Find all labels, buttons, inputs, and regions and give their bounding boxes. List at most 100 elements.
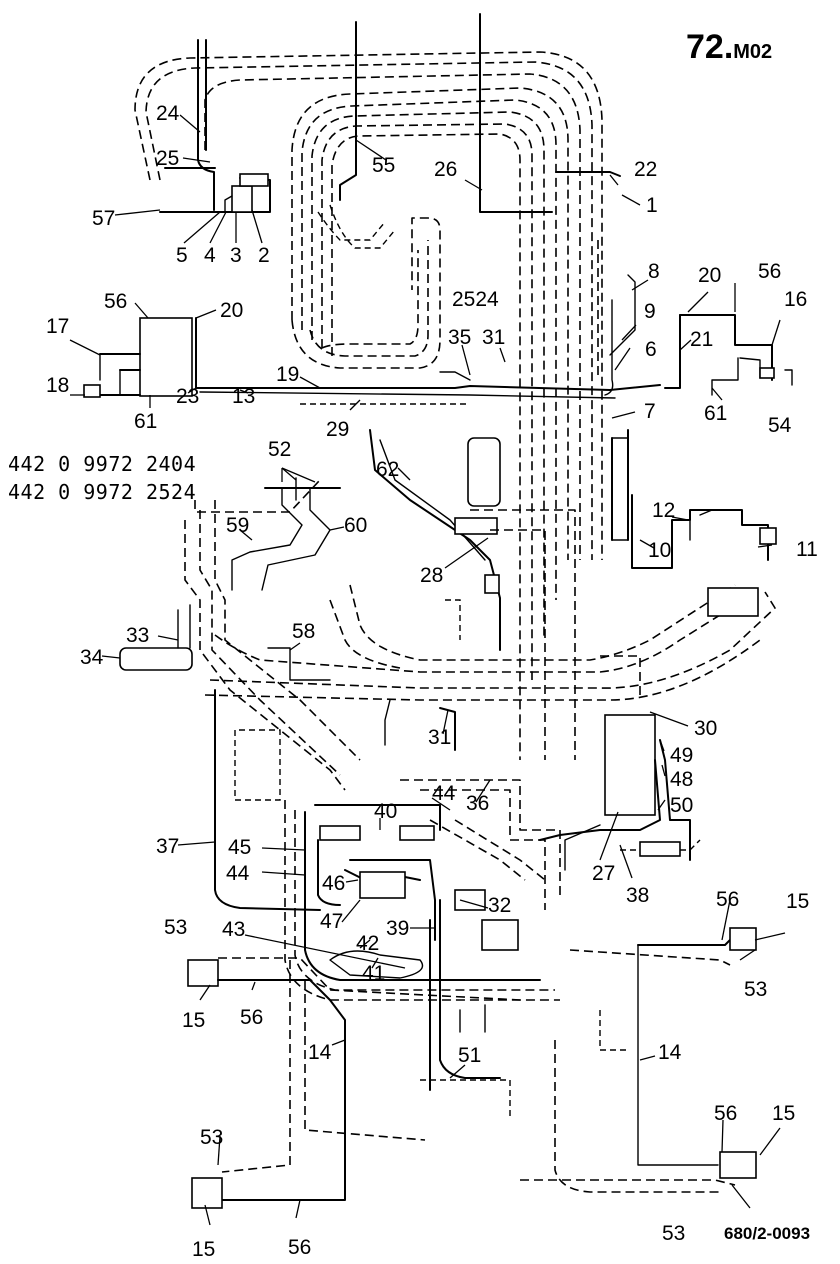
diagonal-pipe-bundle	[204, 584, 776, 701]
valve-block-27-icon	[604, 714, 656, 816]
valve-41-icon	[329, 950, 424, 979]
callout-2524: 2524	[452, 288, 499, 311]
callout-22: 22	[634, 158, 657, 181]
callout-45: 45	[228, 836, 251, 859]
valve-15-right-icon	[729, 927, 757, 951]
callout-44-upper: 44	[432, 782, 456, 805]
valve-54-icon	[759, 367, 775, 379]
part-number-2: 442 0 9972 2524	[8, 480, 197, 504]
callout-56-b: 56	[758, 260, 781, 283]
callout-34: 34	[80, 646, 104, 669]
valve-15-lower-left-icon	[191, 1177, 223, 1209]
callout-38: 38	[626, 884, 649, 907]
valve-15-left-icon	[187, 959, 219, 987]
callout-30: 30	[694, 717, 717, 740]
callout-2: 2	[258, 244, 270, 267]
callout-53-d: 53	[662, 1222, 685, 1245]
callout-15-a: 15	[786, 890, 809, 913]
callout-37: 37	[156, 835, 179, 858]
valve-28b-icon	[484, 574, 500, 594]
callout-50: 50	[670, 794, 693, 817]
callout-53-c: 53	[200, 1126, 223, 1149]
callout-55: 55	[372, 154, 395, 177]
callout-20-right: 20	[698, 264, 721, 287]
callout-21: 21	[690, 328, 713, 351]
callout-labels: 1 2 3 4 5 6 7 8 9 10 11 12 13 14 14 15 1…	[46, 102, 818, 1261]
valve-38-icon	[639, 841, 681, 857]
callout-53-b: 53	[744, 978, 767, 1001]
callout-61-left: 61	[134, 410, 157, 433]
callout-18: 18	[46, 374, 69, 397]
callout-56-e: 56	[714, 1102, 737, 1125]
callout-56-a: 56	[104, 290, 127, 313]
callout-7: 7	[644, 400, 656, 423]
callout-52: 52	[268, 438, 291, 461]
callout-15-b: 15	[182, 1009, 205, 1032]
air-tank-icon	[467, 437, 501, 507]
right-lower-assembly	[539, 714, 701, 871]
part-number-1: 442 0 9972 2404	[8, 452, 197, 476]
callout-9: 9	[644, 300, 656, 323]
callout-19: 19	[276, 363, 299, 386]
center-tank-assembly	[369, 429, 576, 760]
callout-28: 28	[420, 564, 443, 587]
valve-32-icon	[454, 889, 486, 911]
callout-39: 39	[386, 917, 409, 940]
callout-31-top: 31	[482, 326, 505, 349]
callout-14-right: 14	[658, 1041, 682, 1064]
valve-40a-icon	[319, 825, 361, 841]
callout-3: 3	[230, 244, 242, 267]
callout-47: 47	[320, 910, 343, 933]
callout-53-a: 53	[164, 916, 187, 939]
callout-16: 16	[784, 288, 807, 311]
callout-10: 10	[648, 539, 671, 562]
callout-46: 46	[322, 872, 345, 895]
callout-13: 13	[232, 385, 255, 408]
valve-2-icon	[239, 173, 269, 187]
valve-15-lower-right-icon	[719, 1151, 757, 1179]
page-code-main: 72.	[686, 28, 734, 66]
lower-central-assembly	[284, 779, 561, 1120]
drawing-reference: 680/2-0093	[724, 1224, 811, 1243]
callout-56-d: 56	[716, 888, 739, 911]
valve-34-icon	[119, 647, 193, 671]
callout-57: 57	[92, 207, 115, 230]
callout-6: 6	[645, 338, 657, 361]
callout-56-f: 56	[288, 1236, 311, 1259]
callout-15-d: 15	[192, 1238, 215, 1261]
valve-right-cluster-icon	[707, 587, 759, 617]
callout-42: 42	[356, 932, 379, 955]
callout-24: 24	[156, 102, 180, 125]
callout-36: 36	[466, 792, 489, 815]
callout-25: 25	[156, 147, 179, 170]
left-valve-assembly	[83, 317, 193, 398]
valve-46-icon	[359, 871, 406, 899]
callout-41: 41	[362, 962, 385, 985]
top-left-valve-assembly	[159, 39, 271, 213]
callout-15-c: 15	[772, 1102, 795, 1125]
callout-40: 40	[374, 800, 397, 823]
callout-48: 48	[670, 768, 693, 791]
callout-12: 12	[652, 499, 675, 522]
callout-33: 33	[126, 624, 149, 647]
page-code-suffix: M02	[733, 41, 773, 63]
valve-3-icon	[231, 185, 253, 213]
valve-40b-icon	[399, 825, 435, 841]
callout-1: 1	[646, 194, 658, 217]
leader-lines	[69, 114, 786, 1226]
callout-59: 59	[226, 514, 249, 537]
left-distribution-assembly	[119, 479, 361, 911]
callout-4: 4	[204, 244, 216, 267]
right-mid-assembly	[611, 429, 777, 569]
lower-right-assembly	[520, 927, 757, 1193]
callout-54: 54	[768, 414, 792, 437]
callout-29: 29	[326, 418, 349, 441]
valve-28-icon	[454, 517, 498, 535]
valve-39-icon	[481, 919, 519, 951]
callout-32: 32	[488, 894, 511, 917]
page-code: 72.M02	[686, 30, 772, 69]
center-vertical-lines	[339, 13, 636, 396]
right-valve-assembly	[664, 314, 793, 396]
lower-left-assembly	[187, 957, 521, 1209]
callout-8: 8	[648, 260, 660, 283]
